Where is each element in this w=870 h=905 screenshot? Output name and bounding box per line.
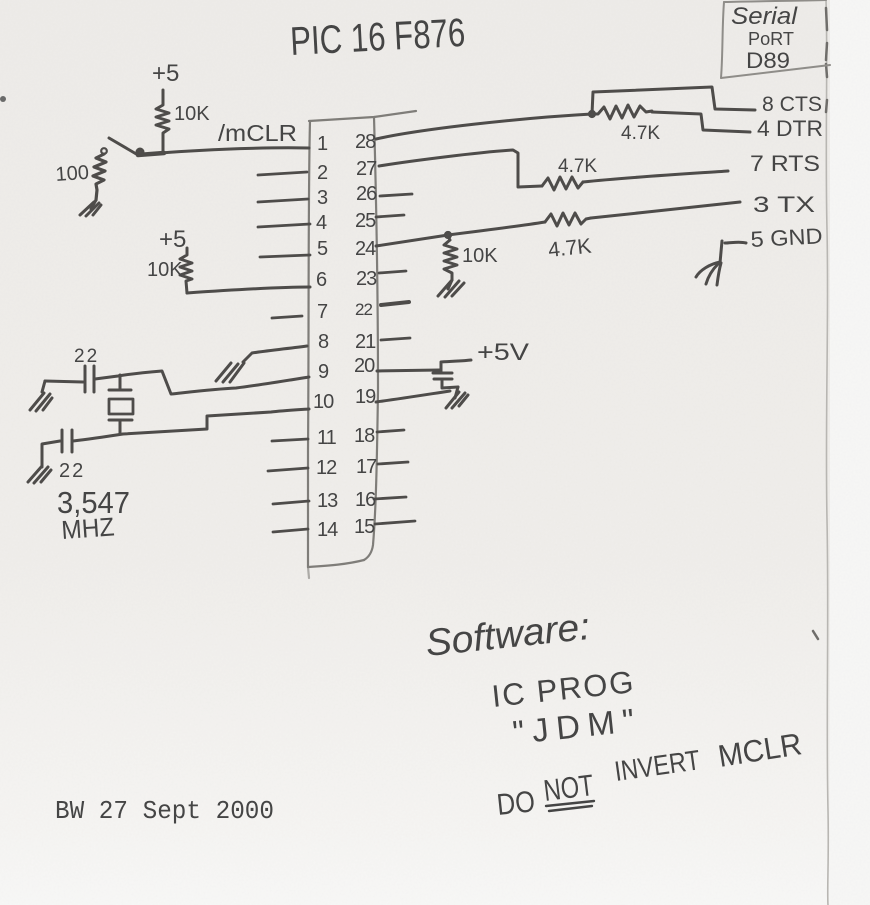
svg-text:5 GND: 5 GND	[750, 223, 823, 252]
svg-text:22: 22	[74, 346, 99, 367]
svg-text:16: 16	[355, 489, 376, 511]
svg-text:PoRT: PoRT	[748, 29, 794, 49]
svg-text:100: 100	[55, 162, 90, 186]
svg-text:MHZ: MHZ	[60, 511, 115, 545]
svg-text:20: 20	[354, 355, 375, 377]
svg-text:/mCLR: /mCLR	[218, 120, 297, 146]
svg-text:23: 23	[356, 268, 377, 290]
svg-text:28: 28	[355, 131, 376, 153]
svg-text:+5V: +5V	[477, 339, 529, 366]
svg-text:3: 3	[317, 187, 328, 209]
svg-text:15: 15	[354, 516, 375, 538]
svg-text:22: 22	[59, 460, 85, 482]
svg-text:6: 6	[316, 269, 327, 291]
svg-text:7: 7	[317, 301, 328, 323]
svg-text:7 RTS: 7 RTS	[750, 151, 820, 176]
svg-text:17: 17	[356, 456, 377, 478]
svg-text:4.7K: 4.7K	[621, 123, 660, 144]
svg-text:10: 10	[313, 391, 334, 413]
svg-text:8: 8	[318, 331, 329, 353]
svg-text:11: 11	[317, 427, 337, 449]
svg-text:10K: 10K	[174, 103, 210, 125]
svg-text:5: 5	[317, 238, 328, 260]
svg-text:13: 13	[317, 490, 338, 512]
svg-text:3,547: 3,547	[57, 485, 130, 520]
svg-text:3 TX: 3 TX	[753, 192, 815, 217]
svg-text:4.7K: 4.7K	[547, 235, 592, 262]
svg-text:27: 27	[356, 158, 377, 180]
svg-text:D89: D89	[746, 48, 790, 73]
svg-text:+5: +5	[159, 226, 186, 253]
svg-text:1: 1	[317, 133, 328, 155]
svg-text:14: 14	[317, 519, 338, 541]
svg-text:4: 4	[316, 212, 327, 234]
svg-text:10K: 10K	[147, 259, 183, 281]
svg-text:+5: +5	[152, 60, 179, 87]
svg-text:2: 2	[317, 162, 328, 184]
svg-text:26: 26	[356, 183, 377, 205]
svg-text:PIC 16 F876: PIC 16 F876	[289, 11, 466, 64]
svg-text:8 CTS: 8 CTS	[762, 93, 822, 116]
svg-text:4.7K: 4.7K	[558, 156, 597, 177]
svg-text:Serial: Serial	[731, 3, 798, 30]
svg-text:24: 24	[355, 238, 376, 260]
svg-text:4 DTR: 4 DTR	[757, 116, 823, 141]
svg-text:10K: 10K	[462, 245, 498, 267]
svg-text:25: 25	[355, 210, 376, 232]
svg-text:DO: DO	[495, 785, 536, 822]
svg-text:9: 9	[318, 361, 329, 383]
svg-text:19: 19	[355, 386, 376, 408]
svg-text:18: 18	[354, 425, 375, 447]
svg-text:12: 12	[316, 457, 337, 479]
svg-text:22: 22	[355, 300, 372, 319]
svg-text:21: 21	[355, 331, 376, 353]
svg-text:BW 27 Sept 2000: BW 27 Sept 2000	[55, 796, 274, 826]
